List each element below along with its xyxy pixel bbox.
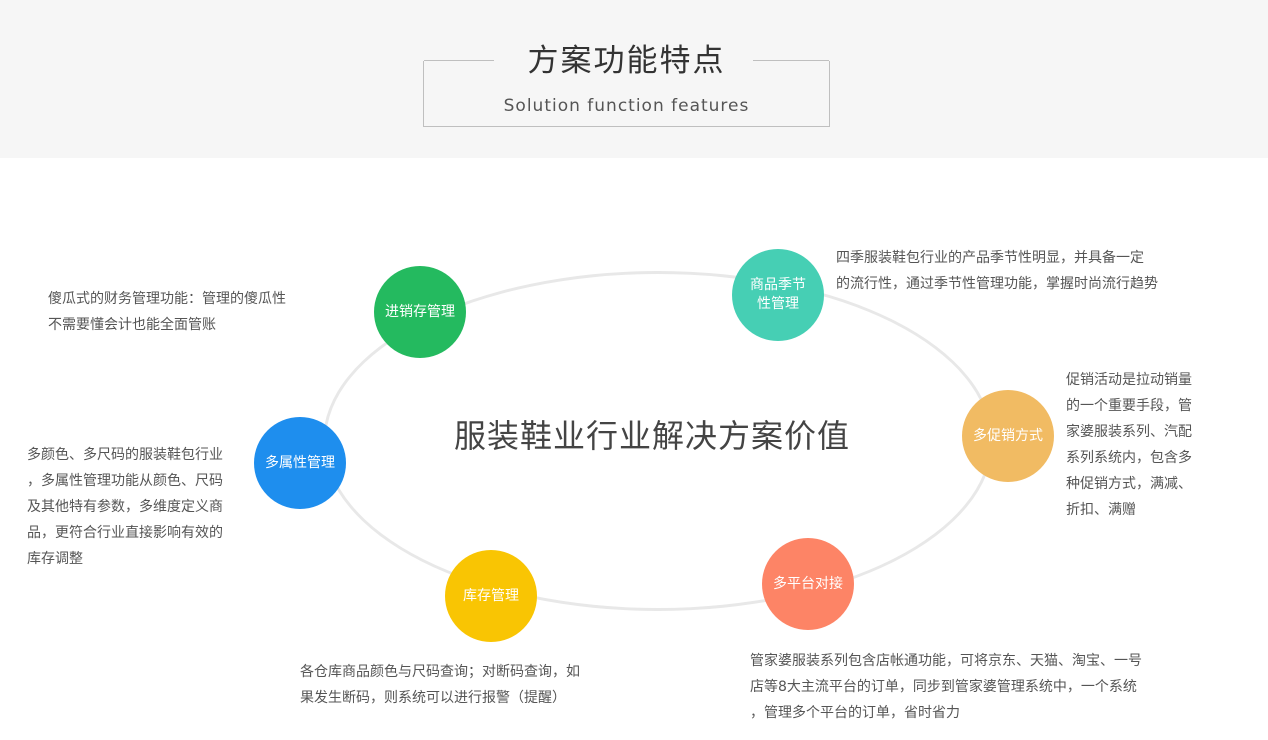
node-stock-label: 库存管理: [463, 587, 519, 604]
center-label: 服装鞋业行业解决方案价值: [453, 417, 850, 455]
title-frame-top-left-line: [424, 60, 494, 61]
title-frame-top-right-line: [753, 60, 829, 61]
title-frame: [423, 60, 830, 127]
node-seasonal-label: 商品季节 性管理: [750, 277, 806, 312]
node-promotion-label: 多促销方式: [973, 427, 1043, 444]
desc-multi-attribute: 多颜色、多尺码的服装鞋包行业 ，多属性管理功能从颜色、尺码 及其他特有参数，多维…: [27, 447, 223, 567]
node-multi-attribute-label: 多属性管理: [265, 454, 335, 471]
node-stock: 库存管理: [445, 550, 537, 642]
node-multi-platform: 多平台对接: [762, 538, 854, 630]
node-multi-attribute: 多属性管理: [254, 417, 346, 509]
page-subtitle: Solution function features: [503, 96, 750, 116]
header-band: [0, 0, 1268, 158]
node-multi-platform-label: 多平台对接: [773, 575, 843, 592]
node-seasonal: 商品季节 性管理: [732, 249, 824, 341]
node-inventory-sales: 进销存管理: [374, 266, 466, 358]
desc-promotion: 促销活动是拉动销量 的一个重要手段，管 家婆服装系列、汽配 系列系统内，包含多 …: [1066, 372, 1192, 518]
page-title: 方案功能特点: [527, 43, 726, 79]
desc-multi-platform: 管家婆服装系列包含店帐通功能，可将京东、天猫、淘宝、一号 店等8大主流平台的订单…: [750, 653, 1142, 721]
desc-inventory-sales: 傻瓜式的财务管理功能：管理的傻瓜性 不需要懂会计也能全面管账: [48, 291, 286, 333]
node-promotion: 多促销方式: [962, 390, 1054, 482]
node-inventory-sales-label: 进销存管理: [385, 303, 455, 320]
desc-seasonal: 四季服装鞋包行业的产品季节性明显，并具备一定 的流行性，通过季节性管理功能，掌握…: [836, 250, 1158, 292]
desc-stock: 各仓库商品颜色与尺码查询；对断码查询，如 果发生断码，则系统可以进行报警（提醒）: [300, 664, 580, 706]
